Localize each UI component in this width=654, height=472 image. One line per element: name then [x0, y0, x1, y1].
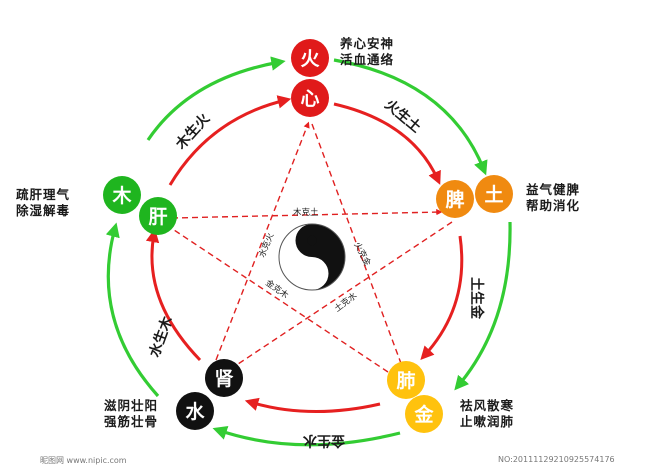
arrow-water-to-wood-outer — [105, 222, 160, 398]
metal-description: 祛风散寒 止嗽润肺 — [460, 398, 514, 430]
arrow-fire-to-earth-inner — [333, 102, 441, 185]
arrow-metal-to-water-inner — [244, 397, 381, 413]
fire-description-line-2: 活血通络 — [340, 52, 395, 67]
arrow-fire-to-earth-outer — [333, 58, 488, 176]
label-earth-overcomes-water: 土克水 — [332, 290, 359, 314]
wood-description-line-2: 除湿解毒 — [16, 203, 71, 218]
star-line-fire-metal — [311, 123, 404, 369]
water-element-char: 水 — [185, 401, 205, 423]
arrow-wood-to-fire-outer — [146, 56, 286, 141]
fire-element-circle — [291, 39, 329, 77]
label-wood-overcomes-earth: 木克土 — [293, 207, 319, 218]
star-line-earth-water — [229, 221, 453, 370]
watermark-left: 昵图网 www.nipic.com — [40, 456, 127, 465]
earth-element-char: 土 — [484, 184, 503, 206]
watermark-right: NO:20111129210925574176 — [498, 455, 615, 464]
label-earth-generates-metal: 土生金 — [468, 277, 485, 320]
label-fire-overcomes-metal: 火克金 — [351, 240, 373, 268]
label-water-overcomes-fire: 水克火 — [257, 231, 277, 259]
generating-cycle-outer — [105, 56, 512, 447]
arrow-earth-to-metal-inner — [420, 235, 464, 360]
spleen-organ-circle — [436, 180, 474, 218]
wood-nodes: 木 肝 — [103, 176, 177, 235]
kidney-organ-char: 肾 — [214, 368, 233, 390]
water-element-circle — [176, 392, 214, 430]
star-line-water-fire — [215, 121, 310, 361]
earth-nodes: 脾 土 — [436, 175, 513, 218]
water-description: 滋阴壮阳 强筋壮骨 — [104, 398, 158, 430]
earth-element-circle — [475, 175, 513, 213]
heart-organ-circle — [291, 79, 329, 117]
lung-organ-circle — [387, 361, 425, 399]
label-water-generates-wood: 水生木 — [146, 313, 177, 359]
spleen-organ-char: 脾 — [444, 188, 464, 211]
star-line-metal-wood — [165, 224, 389, 373]
overcoming-star — [165, 121, 453, 373]
fire-nodes: 火 心 — [291, 39, 329, 117]
heart-organ-char: 心 — [300, 88, 319, 110]
water-description-line-1: 滋阴壮阳 — [104, 398, 159, 413]
fire-element-char: 火 — [300, 48, 320, 70]
star-line-wood-earth — [171, 208, 443, 219]
kidney-organ-circle — [205, 359, 243, 397]
wood-description-line-1: 疏肝理气 — [16, 187, 71, 202]
earth-description-line-2: 帮助消化 — [526, 198, 581, 213]
wood-element-char: 木 — [111, 184, 132, 207]
arrow-earth-to-metal-outer — [454, 221, 512, 391]
water-nodes: 肾 水 — [176, 359, 243, 430]
label-fire-generates-earth: 火生土 — [381, 96, 424, 136]
earth-description: 益气健脾 帮助消化 — [526, 182, 580, 214]
metal-description-line-1: 祛风散寒 — [460, 398, 515, 413]
metal-element-circle — [405, 395, 443, 433]
wood-element-circle — [103, 176, 141, 214]
earth-description-line-1: 益气健脾 — [526, 182, 581, 197]
metal-nodes: 肺 金 — [387, 361, 443, 433]
liver-organ-circle — [139, 197, 177, 235]
yin-yang-icon — [278, 223, 346, 291]
wood-description: 疏肝理气 除湿解毒 — [16, 187, 70, 219]
lung-organ-char: 肺 — [396, 370, 415, 392]
arrow-metal-to-water-outer — [212, 425, 401, 447]
liver-organ-char: 肝 — [148, 206, 167, 228]
label-wood-generates-fire: 木生火 — [172, 109, 214, 153]
water-description-line-2: 强筋壮骨 — [104, 414, 159, 429]
arrow-wood-to-fire-inner — [168, 95, 292, 186]
metal-element-char: 金 — [413, 403, 434, 426]
label-metal-generates-water: 金生水 — [302, 432, 346, 449]
fire-description-line-1: 养心安神 — [340, 36, 395, 51]
metal-description-line-2: 止嗽润肺 — [460, 414, 515, 429]
fire-description: 养心安神 活血通络 — [340, 36, 394, 68]
arrow-water-to-wood-inner — [145, 228, 202, 362]
generating-cycle-inner — [145, 95, 464, 413]
